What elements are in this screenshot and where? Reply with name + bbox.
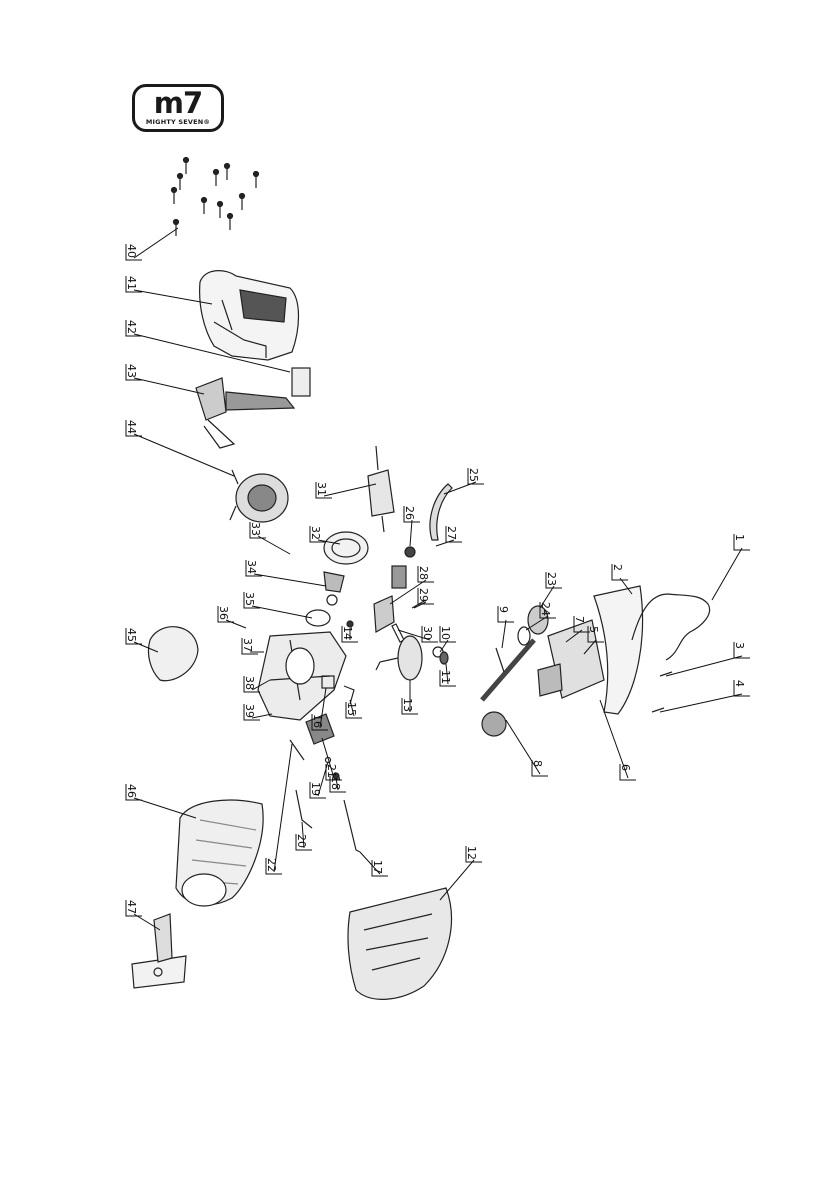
callout-label-2: 2 — [611, 564, 624, 571]
power-cord-part-1 — [632, 594, 710, 660]
callout-label-39: 39 — [243, 704, 256, 718]
callout-label-15: 15 — [345, 702, 358, 716]
key-part-47 — [132, 914, 186, 988]
callout-label-36: 36 — [217, 606, 230, 620]
leader-line-34 — [254, 574, 326, 586]
clamp-part-30 — [392, 624, 404, 642]
callout-label-9: 9 — [497, 606, 510, 613]
callout-label-17: 17 — [371, 860, 384, 874]
callout-label-47: 47 — [125, 900, 138, 914]
callout-label-1: 1 — [733, 534, 746, 541]
callout-label-30: 30 — [421, 626, 434, 640]
callout-label-22: 22 — [265, 858, 278, 872]
counterweight-part-28 — [374, 596, 394, 632]
housing-half-part-41 — [200, 271, 299, 360]
rod-part-22 — [290, 740, 304, 760]
callout-label-8: 8 — [531, 760, 544, 767]
stator-part-44 — [230, 470, 288, 522]
callout-label-33: 33 — [249, 522, 262, 536]
callout-label-13: 13 — [401, 698, 414, 712]
callout-label-42: 42 — [125, 320, 138, 334]
leader-line-26 — [410, 520, 412, 546]
plunger-part-17 — [344, 800, 360, 852]
callout-label-41: 41 — [125, 276, 138, 290]
callout-label-26: 26 — [403, 506, 416, 520]
callout-label-11: 11 — [439, 670, 452, 684]
callout-label-4: 4 — [733, 680, 746, 687]
callout-label-27: 27 — [445, 526, 458, 540]
callout-label-43: 43 — [125, 364, 138, 378]
gear-wheel-part-13 — [376, 636, 422, 680]
callout-label-18: 18 — [329, 776, 342, 790]
leader-line-9 — [502, 620, 506, 648]
leader-line-46 — [134, 798, 196, 818]
front-cover-part-45 — [148, 627, 198, 681]
leader-line-27 — [436, 540, 454, 546]
switch-part-43 — [196, 378, 294, 448]
callout-label-32: 32 — [309, 526, 322, 540]
seal-part-24 — [518, 627, 530, 645]
leader-line-36 — [226, 620, 246, 628]
callout-label-37: 37 — [241, 638, 254, 652]
callout-label-23: 23 — [545, 572, 558, 586]
leader-line-3 — [666, 656, 742, 676]
callout-label-31: 31 — [315, 482, 328, 496]
leader-line-40 — [134, 228, 178, 258]
leader-line-4 — [660, 694, 742, 712]
callout-label-21: 21 — [325, 764, 338, 778]
leader-line-33 — [258, 536, 290, 554]
leader-line-35 — [252, 606, 312, 618]
callout-label-3: 3 — [733, 642, 746, 649]
callout-label-12: 12 — [465, 846, 478, 860]
callout-label-45: 45 — [125, 628, 138, 642]
armature-part-31 — [368, 446, 394, 532]
leader-line-43 — [134, 378, 204, 394]
gear-part-27 — [392, 566, 406, 588]
cover-part-2 — [594, 586, 643, 714]
callout-label-14: 14 — [341, 626, 354, 640]
callout-label-10: 10 — [439, 626, 452, 640]
clip-part-9 — [496, 648, 504, 672]
callout-label-38: 38 — [243, 676, 256, 690]
nut-part-26 — [405, 547, 415, 557]
callout-label-34: 34 — [245, 560, 258, 574]
callout-label-25: 25 — [467, 468, 480, 482]
callout-label-6: 6 — [619, 764, 632, 771]
leader-line-44 — [134, 434, 234, 476]
leader-line-1 — [712, 548, 742, 600]
callout-label-46: 46 — [125, 784, 138, 798]
callout-label-16: 16 — [311, 714, 324, 728]
callout-label-44: 44 — [125, 420, 138, 434]
leader-line-22 — [274, 744, 292, 872]
callout-label-29: 29 — [417, 588, 430, 602]
leader-line-31 — [324, 484, 376, 496]
screws-part-40 — [172, 158, 259, 237]
leader-line-12 — [440, 860, 474, 900]
shaft-part-8 — [482, 640, 534, 736]
base-plate-part-12 — [348, 888, 451, 999]
switch-cap-part-42 — [292, 368, 310, 396]
callout-label-19: 19 — [309, 782, 322, 796]
fan-part-32 — [324, 532, 368, 564]
bearing-part-11 — [440, 652, 448, 664]
bearing-housing-part-34 — [324, 572, 344, 605]
callout-label-28: 28 — [417, 566, 430, 580]
callout-label-7: 7 — [573, 616, 586, 623]
callout-label-35: 35 — [243, 592, 256, 606]
callout-label-40: 40 — [125, 244, 138, 258]
callout-label-20: 20 — [295, 834, 308, 848]
callout-label-24: 24 — [539, 602, 552, 616]
